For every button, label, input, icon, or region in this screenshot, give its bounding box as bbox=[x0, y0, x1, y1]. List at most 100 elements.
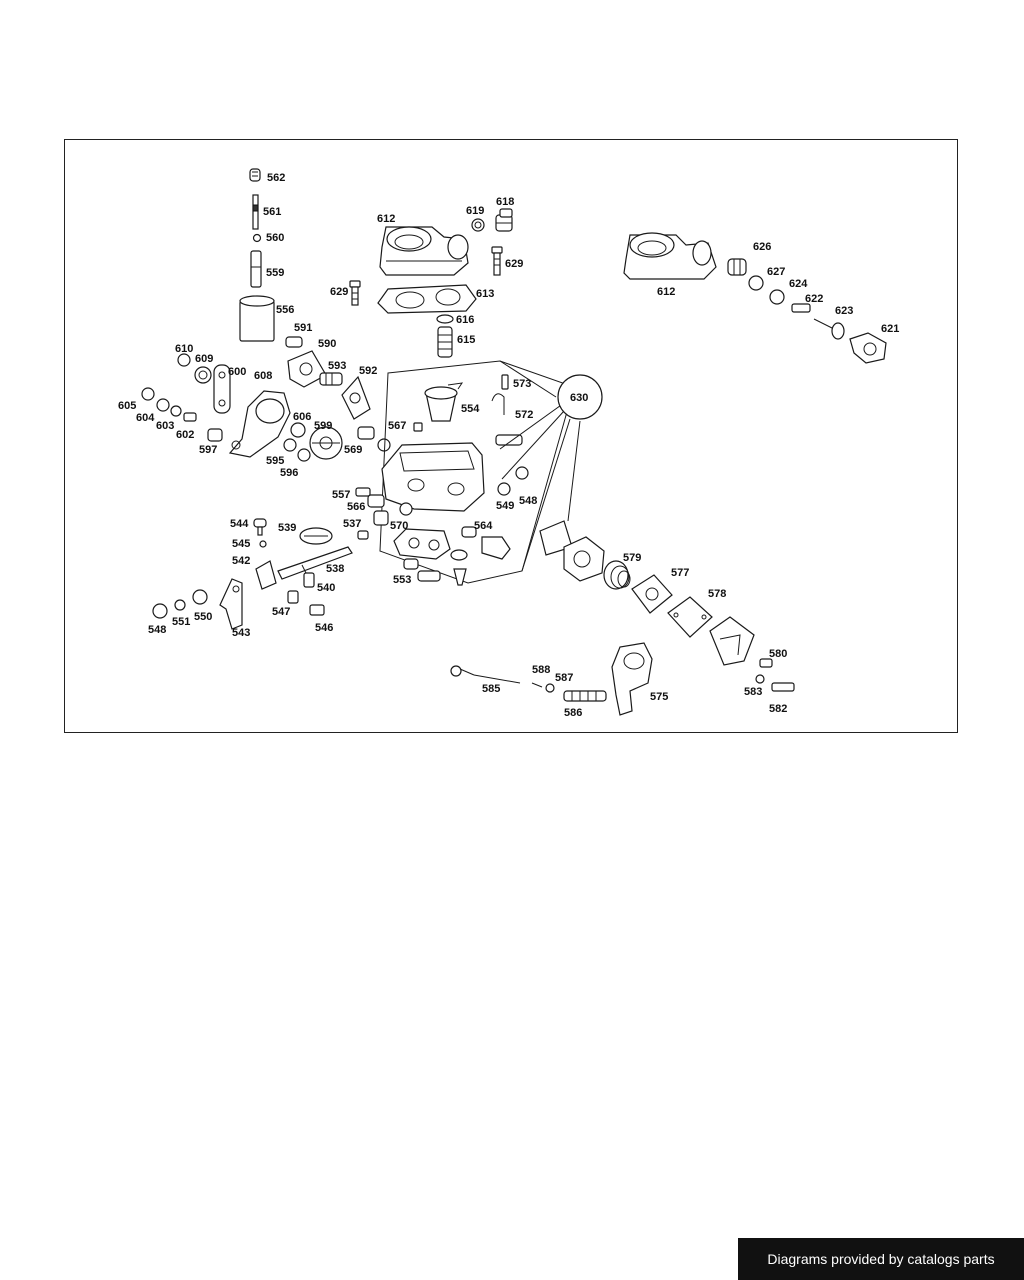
part-554[interactable] bbox=[424, 382, 464, 422]
label-538: 538 bbox=[326, 563, 344, 575]
part-600[interactable] bbox=[213, 364, 231, 414]
label-551: 551 bbox=[172, 616, 190, 628]
part-538[interactable] bbox=[277, 546, 353, 580]
part-557[interactable] bbox=[355, 487, 371, 497]
part-582[interactable] bbox=[771, 682, 795, 692]
part-605[interactable] bbox=[141, 387, 155, 401]
label-592: 592 bbox=[359, 365, 377, 377]
part-545[interactable] bbox=[259, 540, 267, 548]
part-616[interactable] bbox=[436, 314, 454, 324]
label-562: 562 bbox=[267, 172, 285, 184]
part-621[interactable] bbox=[849, 332, 887, 364]
label-605: 605 bbox=[118, 400, 136, 412]
part-575[interactable] bbox=[611, 642, 653, 716]
label-548a: 548 bbox=[519, 495, 537, 507]
part-626[interactable] bbox=[727, 258, 747, 276]
label-609: 609 bbox=[195, 353, 213, 365]
part-564[interactable] bbox=[461, 526, 511, 560]
part-585[interactable] bbox=[450, 665, 521, 684]
label-585: 585 bbox=[482, 683, 500, 695]
part-610[interactable] bbox=[177, 353, 191, 367]
part-579-spring[interactable] bbox=[603, 560, 631, 590]
part-539[interactable] bbox=[299, 527, 333, 545]
label-629b: 629 bbox=[330, 286, 348, 298]
part-diaphragm-cover-579[interactable] bbox=[539, 520, 605, 582]
part-548-upper[interactable] bbox=[515, 466, 529, 480]
part-603[interactable] bbox=[170, 405, 182, 417]
part-560[interactable] bbox=[252, 233, 262, 243]
part-618[interactable] bbox=[495, 208, 513, 232]
label-579: 579 bbox=[623, 552, 641, 564]
part-587[interactable] bbox=[545, 683, 555, 693]
part-580[interactable] bbox=[759, 658, 773, 668]
part-588[interactable] bbox=[531, 682, 543, 688]
part-578[interactable] bbox=[667, 596, 713, 638]
part-590[interactable] bbox=[287, 350, 327, 388]
label-595: 595 bbox=[266, 455, 284, 467]
part-591[interactable] bbox=[285, 336, 303, 348]
callout-630[interactable] bbox=[499, 360, 603, 572]
part-551[interactable] bbox=[174, 599, 186, 611]
part-537[interactable] bbox=[357, 530, 369, 540]
part-624[interactable] bbox=[769, 289, 785, 305]
part-577[interactable] bbox=[631, 574, 673, 614]
part-597[interactable] bbox=[207, 428, 223, 442]
part-608[interactable] bbox=[228, 390, 291, 458]
part-629-screw-upper[interactable] bbox=[491, 246, 503, 276]
part-619[interactable] bbox=[471, 218, 485, 232]
part-604[interactable] bbox=[156, 398, 170, 412]
part-609[interactable] bbox=[194, 366, 212, 384]
label-593: 593 bbox=[328, 360, 346, 372]
part-595[interactable] bbox=[283, 438, 297, 452]
part-627[interactable] bbox=[748, 275, 764, 291]
part-596[interactable] bbox=[297, 448, 311, 462]
part-612-cover-left[interactable] bbox=[379, 226, 469, 276]
label-537: 537 bbox=[343, 518, 361, 530]
part-562[interactable] bbox=[249, 168, 261, 182]
part-556[interactable] bbox=[239, 295, 275, 342]
label-606: 606 bbox=[293, 411, 311, 423]
part-550[interactable] bbox=[192, 589, 208, 605]
label-610: 610 bbox=[175, 343, 193, 355]
part-578-cover[interactable] bbox=[709, 616, 755, 666]
part-613-gasket[interactable] bbox=[377, 284, 477, 314]
part-567[interactable] bbox=[413, 422, 423, 432]
part-592[interactable] bbox=[341, 375, 371, 420]
part-566[interactable] bbox=[367, 494, 385, 508]
part-546[interactable] bbox=[309, 604, 325, 616]
part-606[interactable] bbox=[290, 422, 306, 438]
label-619: 619 bbox=[466, 205, 484, 217]
part-559[interactable] bbox=[250, 250, 262, 288]
part-548-lower[interactable] bbox=[152, 603, 168, 619]
label-578: 578 bbox=[708, 588, 726, 600]
part-612-cover-right[interactable] bbox=[623, 232, 717, 280]
label-560: 560 bbox=[266, 232, 284, 244]
part-540[interactable] bbox=[303, 572, 315, 588]
part-630-main-body[interactable] bbox=[381, 442, 485, 560]
part-572[interactable] bbox=[491, 393, 505, 415]
part-543[interactable] bbox=[219, 578, 243, 630]
part-615[interactable] bbox=[437, 326, 453, 358]
part-549[interactable] bbox=[497, 482, 511, 496]
part-622[interactable] bbox=[791, 303, 811, 313]
part-629-screw-lower[interactable] bbox=[349, 280, 361, 306]
part-623[interactable] bbox=[813, 318, 845, 340]
part-599[interactable] bbox=[309, 426, 343, 460]
part-547[interactable] bbox=[287, 590, 299, 604]
part-569[interactable] bbox=[357, 426, 391, 452]
label-624: 624 bbox=[789, 278, 808, 290]
part-570[interactable] bbox=[373, 502, 413, 526]
part-544[interactable] bbox=[253, 518, 267, 536]
part-586[interactable] bbox=[563, 690, 607, 702]
part-593[interactable] bbox=[319, 372, 343, 386]
label-559: 559 bbox=[266, 267, 284, 279]
label-615: 615 bbox=[457, 334, 475, 346]
part-561[interactable] bbox=[252, 194, 259, 230]
part-602[interactable] bbox=[183, 412, 197, 422]
label-591: 591 bbox=[294, 322, 312, 334]
part-573[interactable] bbox=[501, 374, 509, 390]
part-542[interactable] bbox=[255, 560, 277, 590]
part-553[interactable] bbox=[403, 558, 467, 586]
part-gasket-564[interactable] bbox=[450, 549, 468, 561]
part-583[interactable] bbox=[755, 674, 765, 684]
